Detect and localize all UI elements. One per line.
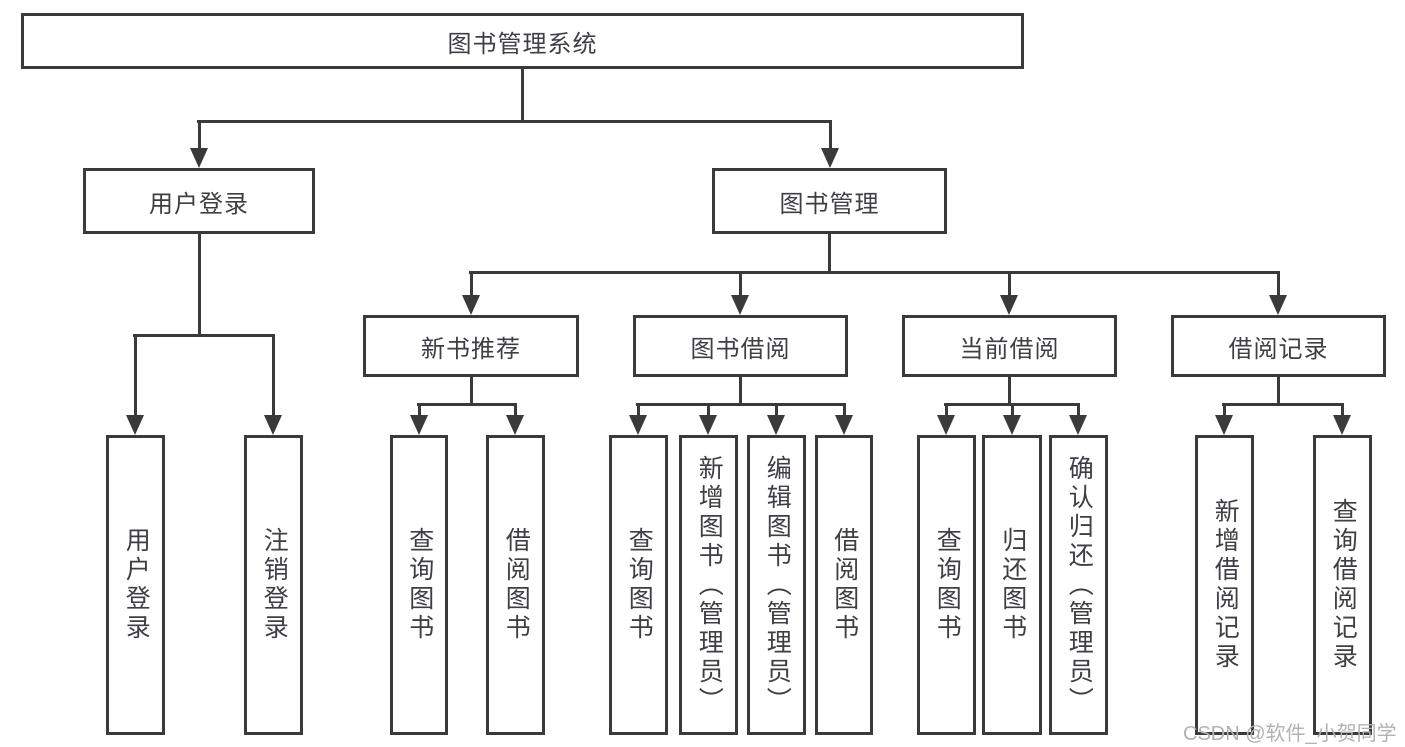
arrow-down-icon <box>835 403 853 435</box>
connector-line <box>133 334 275 337</box>
node-book-borrowing-label: 图书借阅 <box>690 335 791 363</box>
arrow-down-icon <box>629 403 647 435</box>
node-leaf-query-borrow-record-label: 查询借阅记录 <box>1329 498 1358 672</box>
node-leaf-borrow-books-borrowing: 借阅图书 <box>815 435 873 735</box>
node-borrowing-records: 借阅记录 <box>1171 315 1386 377</box>
node-book-management: 图书管理 <box>712 168 947 234</box>
node-library-management-system-label: 图书管理系统 <box>447 30 598 58</box>
node-current-borrowing: 当前借阅 <box>902 315 1117 377</box>
connector-line <box>1008 377 1011 405</box>
node-leaf-edit-books-admin: 编辑图书（管理员） <box>747 435 806 735</box>
node-book-borrowing: 图书借阅 <box>633 315 848 377</box>
connector-line <box>636 403 846 406</box>
node-leaf-add-borrow-record-label: 新增借阅记录 <box>1211 498 1240 672</box>
node-leaf-add-books-admin: 新增图书（管理员） <box>679 435 738 735</box>
arrow-down-icon <box>1333 403 1351 435</box>
arrow-down-icon <box>1069 403 1087 435</box>
node-leaf-query-books-borrowing-label: 查询图书 <box>625 527 654 643</box>
node-new-book-recommendation: 新书推荐 <box>363 315 579 377</box>
connector-line <box>739 377 742 405</box>
watermark: CSDN @软件_小贺同学 <box>1183 723 1397 745</box>
arrow-down-icon <box>821 120 839 168</box>
connector-line <box>197 234 201 336</box>
arrow-down-icon <box>1000 271 1018 315</box>
node-book-management-label: 图书管理 <box>779 190 880 218</box>
node-leaf-return-books-label: 归还图书 <box>998 527 1027 643</box>
node-leaf-confirm-return-admin-label: 确认归还（管理员） <box>1065 454 1094 716</box>
node-user-login-group-label: 用户登录 <box>149 190 249 218</box>
arrow-down-icon <box>699 403 717 435</box>
node-leaf-query-borrow-record: 查询借阅记录 <box>1313 435 1372 735</box>
arrow-down-icon <box>1003 403 1021 435</box>
node-leaf-logout-label: 注销登录 <box>260 527 289 643</box>
node-leaf-confirm-return-admin: 确认归还（管理员） <box>1049 435 1108 735</box>
arrow-down-icon <box>1215 403 1233 435</box>
connector-line <box>521 69 524 122</box>
node-leaf-query-books-current-label: 查询图书 <box>933 527 962 643</box>
connector-line <box>828 234 831 273</box>
node-leaf-query-books-current: 查询图书 <box>917 435 976 735</box>
node-leaf-query-books-borrowing: 查询图书 <box>609 435 668 735</box>
node-leaf-query-books-recommendation-label: 查询图书 <box>405 527 434 643</box>
node-leaf-borrow-books-borrowing-label: 借阅图书 <box>830 527 859 643</box>
arrow-down-icon <box>767 403 785 435</box>
arrow-down-icon <box>937 403 955 435</box>
node-leaf-add-borrow-record: 新增借阅记录 <box>1195 435 1254 735</box>
node-leaf-query-books-recommendation: 查询图书 <box>390 435 448 735</box>
node-leaf-add-books-admin-label: 新增图书（管理员） <box>695 454 724 716</box>
node-leaf-edit-books-admin-label: 编辑图书（管理员） <box>763 454 792 716</box>
arrow-down-icon <box>264 334 282 435</box>
arrow-down-icon <box>731 271 749 315</box>
connector-line <box>1222 403 1344 406</box>
connector-line <box>1277 377 1280 405</box>
node-leaf-return-books: 归还图书 <box>982 435 1042 735</box>
connector-line <box>469 377 473 405</box>
node-leaf-borrow-books-recommendation: 借阅图书 <box>486 435 545 735</box>
arrow-down-icon <box>190 120 208 168</box>
node-leaf-user-login: 用户登录 <box>106 435 165 735</box>
node-new-book-recommendation-label: 新书推荐 <box>421 335 521 363</box>
node-borrowing-records-label: 借阅记录 <box>1228 335 1329 363</box>
node-leaf-user-login-label: 用户登录 <box>122 527 151 643</box>
arrow-down-icon <box>506 403 524 435</box>
connector-line <box>197 120 832 123</box>
connector-line <box>417 403 517 406</box>
arrow-down-icon <box>126 334 144 435</box>
arrow-down-icon <box>462 271 480 315</box>
connector-line <box>469 271 1280 274</box>
node-library-management-system: 图书管理系统 <box>21 13 1024 69</box>
node-current-borrowing-label: 当前借阅 <box>959 335 1060 363</box>
node-leaf-logout: 注销登录 <box>244 435 303 735</box>
arrow-down-icon <box>1269 271 1287 315</box>
node-user-login-group: 用户登录 <box>83 168 315 234</box>
node-leaf-borrow-books-recommendation-label: 借阅图书 <box>502 527 531 643</box>
arrow-down-icon <box>410 403 428 435</box>
